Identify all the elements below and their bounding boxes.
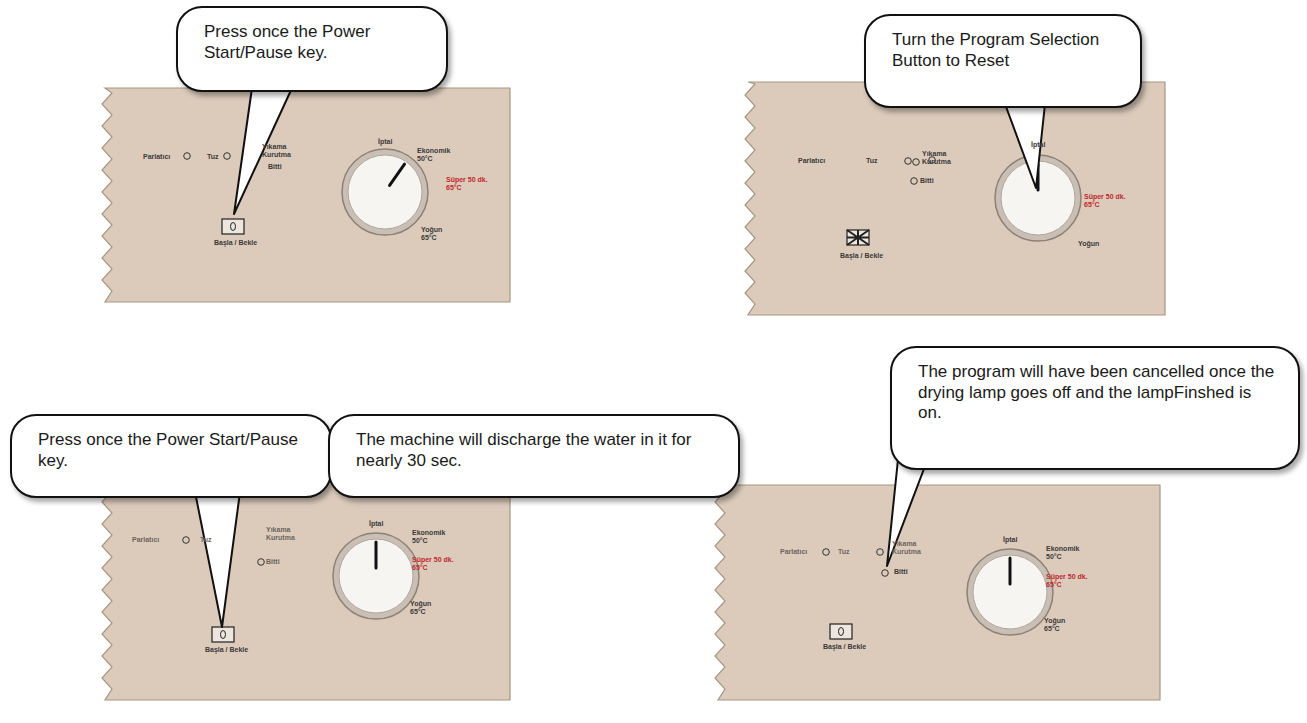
panel-label: Başla / Bekle [823, 643, 866, 651]
program-dial [348, 155, 422, 229]
indicator-lamp [913, 159, 920, 166]
panel-label: Başla / Bekle [205, 646, 248, 654]
control-panel [102, 470, 510, 700]
panel-label: Tuz [866, 157, 878, 165]
start-pause-button [222, 219, 244, 234]
button-symbol [221, 631, 226, 639]
indicator-lamp [183, 537, 190, 544]
dial-pointer [390, 164, 405, 185]
start-pause-button [212, 627, 234, 642]
button-pressed-mark [847, 230, 869, 245]
panel-label: Tuz [838, 548, 850, 556]
panel-label: Bitti [920, 177, 934, 185]
panel-label: Süper 50 dk. 65°C [1046, 573, 1088, 588]
panel-label: Yoğun 65°C [410, 600, 446, 615]
panel-label: Ekonomik 50°C [417, 147, 457, 162]
callout-text: The program will have been cancelled onc… [918, 362, 1278, 424]
panel-label: İptal [1031, 141, 1045, 149]
indicator-lamp [911, 178, 918, 185]
panel-label: Yıkama Kurutma [892, 540, 930, 555]
callout-bubble: Turn the Program Selection Button to Res… [864, 14, 1142, 108]
start-pause-button [830, 624, 852, 639]
callout-tail [195, 492, 240, 627]
indicator-lamp [905, 158, 912, 165]
panel-label: Başla / Bekle [214, 239, 257, 247]
panel-label: Süper 50 dk. 65°C [1084, 193, 1126, 208]
control-panel [745, 82, 1165, 315]
panel-label: Bitti [268, 163, 282, 171]
panel-label: Süper 50 dk. 65°C [412, 556, 454, 571]
panel-label: İptal [369, 520, 383, 528]
panel-label: Yıkama Kurutma [922, 150, 960, 165]
callout-bubble: Press once the Power Start/Pause key. [10, 414, 332, 498]
panel-label: Ekonomik 50°C [412, 529, 452, 544]
panel-label: Başla / Bekle [840, 252, 883, 260]
panel-label: Tuz [207, 153, 219, 161]
callout-text: The machine will discharge the water in … [356, 430, 718, 471]
panel-label: Ekonomik 50°C [1046, 545, 1086, 560]
panel-label: Yoğun 65°C [1044, 617, 1080, 632]
indicator-lamp [823, 549, 830, 556]
indicator-lamp [877, 549, 884, 556]
panel-label: Parlatıcı [780, 548, 807, 556]
button-symbol [231, 223, 236, 231]
dial-ring [342, 149, 428, 235]
start-pause-button [847, 230, 869, 245]
dial-pointer [375, 542, 378, 568]
panel-label: Parlatıcı [143, 153, 170, 161]
program-dial [339, 539, 413, 613]
button-symbol [839, 628, 844, 636]
control-panel [102, 88, 510, 302]
panel-label: İptal [1003, 536, 1017, 544]
panel-label: İptal [378, 138, 392, 146]
panel-label: Parlatıcı [132, 536, 159, 544]
callout-text: Press once the Power Start/Pause key. [204, 22, 426, 63]
program-dial [973, 555, 1047, 629]
panel-label: Yıkama Kurutma [266, 526, 304, 541]
callout-tail [1005, 104, 1045, 188]
panel-label: Yıkama Kurutma [262, 143, 300, 158]
panel-label: Süper 50 dk. 65°C [446, 176, 488, 191]
indicator-lamp [258, 559, 265, 566]
indicator-lamp [184, 153, 191, 160]
panel-label: Yoğun [1078, 240, 1099, 248]
callout-text: Turn the Program Selection Button to Res… [892, 30, 1120, 71]
indicator-lamp [224, 153, 231, 160]
callout-bubble: The machine will discharge the water in … [328, 414, 740, 498]
dial-ring [967, 549, 1053, 635]
panel-label: Tuz [200, 536, 212, 544]
panel-label: Parlatıcı [798, 157, 825, 165]
indicator-lamp [882, 570, 889, 577]
callout-bubble: The program will have been cancelled onc… [890, 346, 1300, 470]
dial-ring [333, 533, 419, 619]
panel-label: Bitti [894, 568, 908, 576]
panel-label: Bitti [266, 558, 280, 566]
panel-label: Yoğun 65°C [421, 226, 457, 241]
callout-text: Press once the Power Start/Pause key. [38, 430, 310, 471]
callout-bubble: Press once the Power Start/Pause key. [176, 6, 448, 92]
dial-pointer [1009, 558, 1012, 584]
control-panel [715, 485, 1160, 700]
